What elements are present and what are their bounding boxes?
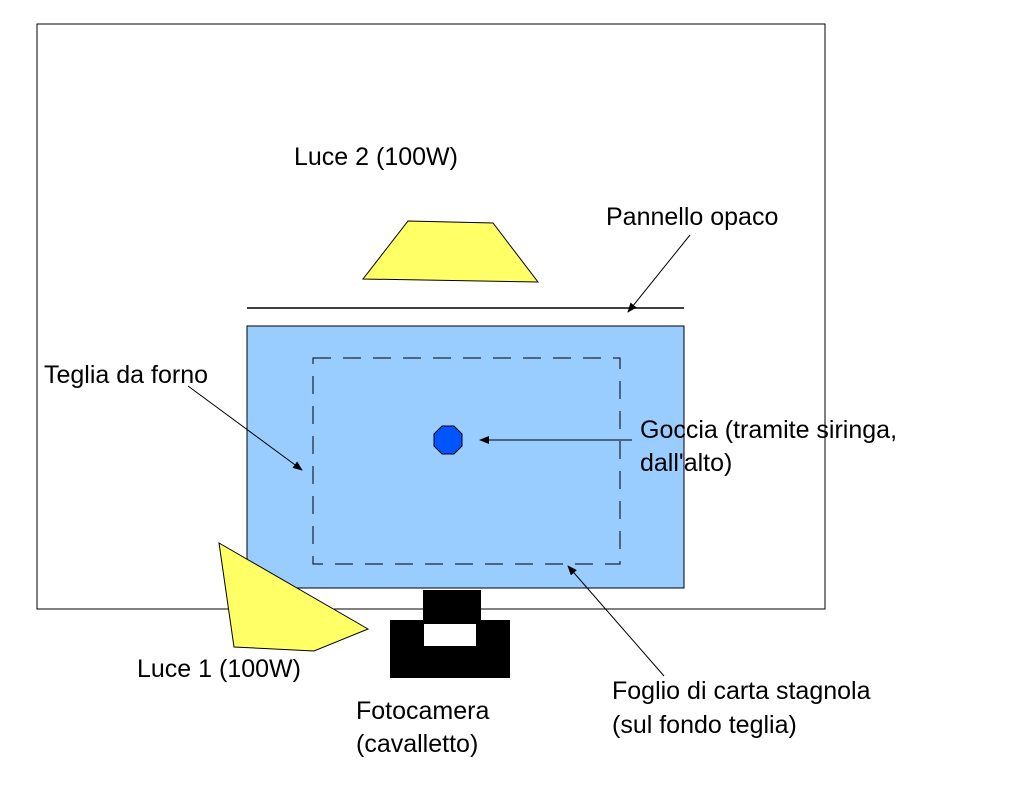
light-1-shape — [218, 542, 370, 652]
goccia-label-line-2: dall'alto) — [640, 449, 732, 477]
arrow-foglio — [567, 565, 665, 677]
luce-2-label: Luce 2 (100W) — [294, 143, 458, 171]
baking-tray — [246, 325, 685, 589]
pannello-label: Pannello opaco — [606, 203, 778, 231]
fotocamera-label-line-1: Fotocamera — [356, 697, 489, 725]
foglio-label-line-1: Foglio di carta stagnola — [612, 677, 871, 705]
drop-shape — [433, 425, 463, 455]
arrow-teglia — [187, 385, 303, 471]
teglia-label: Teglia da forno — [44, 361, 208, 389]
camera-top — [423, 590, 481, 620]
foil-sheet — [312, 357, 621, 565]
goccia-label-line-1: Goccia (tramite siringa, — [640, 416, 897, 444]
luce-1-label: Luce 1 (100W) — [137, 655, 301, 683]
foglio-label-line-2: (sul fondo teglia) — [612, 711, 797, 739]
light-2-shape — [361, 220, 540, 283]
camera-body — [390, 620, 510, 678]
fotocamera-label-line-2: (cavalletto) — [356, 730, 478, 758]
arrow-pannello — [627, 234, 691, 313]
